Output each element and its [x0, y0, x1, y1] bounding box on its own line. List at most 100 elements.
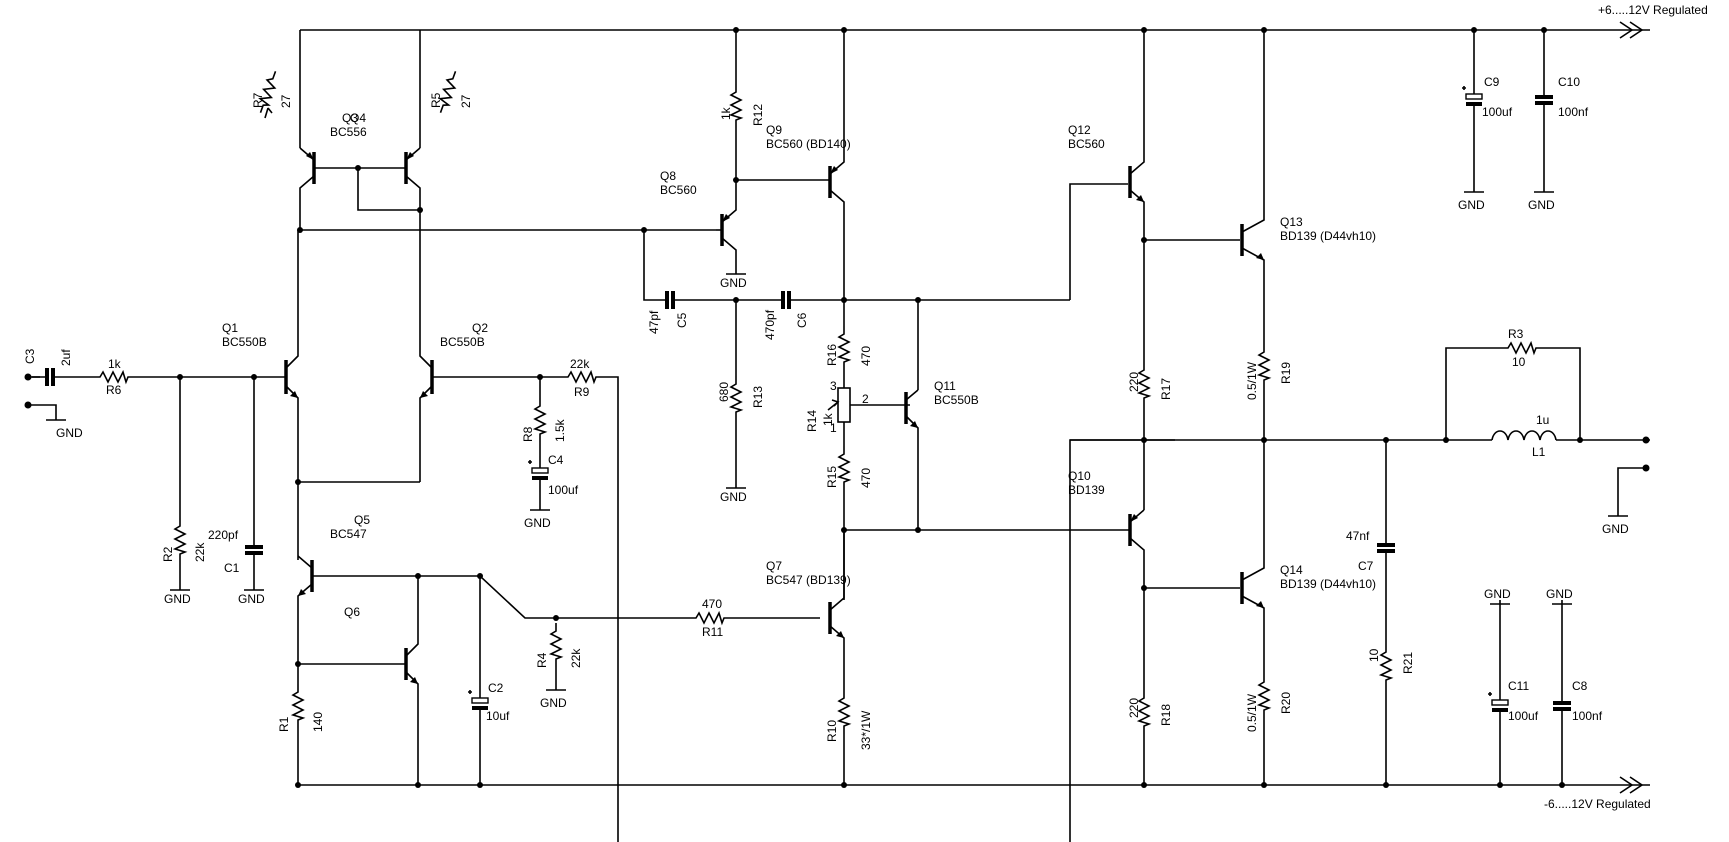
c5-ref: C5 [675, 312, 689, 328]
capacitor-c2: C2 10uf [466, 576, 510, 785]
r6-value: 1k [108, 357, 122, 371]
r7-value: 27 [279, 94, 293, 108]
transistor-q12: Q10 BD139 [1068, 469, 1145, 588]
capacitor-c6: 470pf C6 [736, 289, 1070, 340]
resistor-r19: 0.5/1W R19 [1245, 343, 1293, 438]
q10-ref: Q11 [934, 379, 956, 393]
r9-ref: R9 [574, 385, 590, 399]
gnd-label: GND [1528, 198, 1555, 212]
resistor-r4: R4 22k GND [535, 615, 583, 710]
q9-ref: Q9 [766, 123, 782, 137]
r2-ref: R2 [161, 546, 175, 562]
q12-type: BD139 [1068, 483, 1105, 497]
c7-value: 47nf [1346, 529, 1370, 543]
q7-ref: Q7 [766, 559, 782, 573]
inductor-l1: 1u L1 [1491, 413, 1650, 459]
r9-value: 22k [570, 357, 590, 371]
q3q4-type: BC556 [330, 125, 367, 139]
transistor-q9: Q9 BC560 (BD140) [766, 30, 851, 300]
capacitor-c4: C4 100uf GND [524, 453, 579, 530]
resistor-r20: 0.5/1W R20 [1245, 673, 1293, 785]
resistor-r13: 680 R13 GND [717, 300, 765, 504]
q6-ref: Q6 [344, 605, 360, 619]
c1-ref: C1 [224, 561, 240, 575]
r12-ref: R12 [751, 104, 765, 126]
r3-ref: R3 [1508, 327, 1524, 341]
r14-value: 1k [821, 412, 835, 426]
resistor-r6: 1k R6 [68, 357, 137, 397]
c6-value: 470pf [763, 309, 777, 340]
resistor-r10: R10 33*/1W [825, 689, 873, 785]
negative-rail-label: -6.....12V Regulated [1544, 797, 1651, 811]
q2-ref: Q2 [472, 321, 488, 335]
r8-ref: R8 [521, 426, 535, 442]
transistor-q7: Q7 BC547 (BD139) [766, 530, 851, 690]
q4-ref: Q4 [350, 111, 366, 125]
r1-value: 140 [311, 712, 325, 732]
r4-value: 22k [569, 648, 583, 668]
q2-type: BC550B [440, 335, 485, 349]
capacitor-c10: C10 100nf GND [1528, 27, 1589, 212]
r10-value: 33*/1W [859, 710, 873, 750]
r16-value: 470 [859, 346, 873, 366]
q11-type: BC560 [1068, 137, 1105, 151]
resistor-r11: 470 R11 [556, 597, 820, 639]
c4-value: 100uf [548, 483, 579, 497]
r3-value: 10 [1512, 355, 1526, 369]
q5-type: BC547 [330, 527, 367, 541]
resistor-r12: 1k R12 [719, 83, 765, 180]
c9-ref: C9 [1484, 75, 1500, 89]
resistor-r8: R8 1.5k [521, 377, 567, 456]
r20-value: 0.5/1W [1245, 693, 1259, 732]
resistor-r17: 220 R17 [1127, 240, 1173, 510]
gnd-label: GND [238, 592, 265, 606]
resistor-r2: R2 22k GND [161, 377, 207, 606]
q1-ref: Q1 [222, 321, 238, 335]
q1-type: BC550B [222, 335, 267, 349]
r17-value: 220 [1127, 372, 1141, 392]
capacitor-c3: C3 2uf [23, 348, 73, 388]
r20-ref: R20 [1279, 692, 1293, 714]
gnd-label: GND [56, 426, 83, 440]
c4-ref: C4 [548, 453, 564, 467]
q8-ref: Q8 [660, 169, 676, 183]
r1-ref: R1 [277, 716, 291, 732]
potentiometer-r14: R14 1k 1 2 3 [805, 379, 910, 435]
transistor-q6: Q6 [344, 576, 419, 785]
transistor-q10: Q11 BC550B [904, 300, 979, 530]
gnd-label: GND [524, 516, 551, 530]
resistor-r7: R7 27 [251, 68, 293, 119]
resistor-r16: R16 470 [825, 300, 873, 388]
q14-type: BD139 (D44vh10) [1280, 577, 1376, 591]
capacitor-c9: C9 100uf GND [1458, 27, 1513, 212]
c7-ref: C7 [1358, 559, 1374, 573]
r11-ref: R11 [702, 625, 723, 639]
resistor-r1: R1 140 [277, 664, 325, 785]
r2-value: 22k [193, 542, 207, 562]
capacitor-c11: C11 100uf GND [1484, 587, 1539, 788]
resistor-r9: 22k R9 [559, 357, 1175, 842]
r21-ref: R21 [1401, 652, 1415, 674]
r15-value: 470 [859, 468, 873, 488]
capacitor-c1: 220pf C1 GND [208, 377, 265, 606]
gnd-label: GND [164, 592, 191, 606]
gnd-label: GND [540, 696, 567, 710]
transistor-q14: Q14 BD139 (D44vh10) [1240, 440, 1376, 674]
l1-value: 1u [1536, 413, 1549, 427]
r12-value: 1k [719, 106, 733, 120]
r19-ref: R19 [1279, 362, 1293, 384]
r10-ref: R10 [825, 720, 839, 742]
pot-pin-3: 3 [830, 379, 837, 393]
gnd-label: GND [720, 490, 747, 504]
c2-ref: C2 [488, 681, 504, 695]
pot-pin-1: 1 [830, 421, 837, 435]
capacitor-c7: 47nf C7 [1346, 440, 1397, 644]
c2-value: 10uf [486, 709, 510, 723]
gnd-label: GND [1546, 587, 1573, 601]
r13-ref: R13 [751, 386, 765, 408]
resistor-r3: R3 10 [1445, 327, 1581, 440]
r21-value: 10 [1367, 648, 1381, 662]
q14-ref: Q14 [1280, 563, 1303, 577]
gnd-label: GND [1458, 198, 1485, 212]
